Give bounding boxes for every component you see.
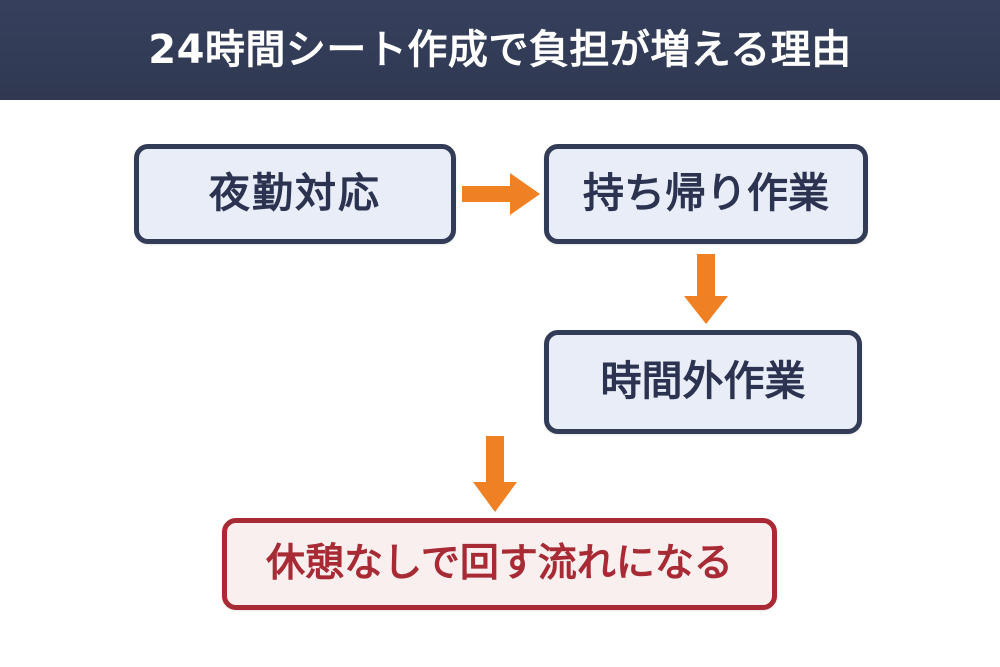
header-banner: 24時間シート作成で負担が増える理由 xyxy=(0,0,1000,100)
flow-node-label: 休憩なしで回す流れになる xyxy=(266,540,733,586)
flow-node-result-no-break[interactable]: 休憩なしで回す流れになる xyxy=(222,518,777,610)
flow-node-label: 夜勤対応 xyxy=(209,169,381,218)
arrow-right-icon xyxy=(462,171,540,217)
page-title: 24時間シート作成で負担が増える理由 xyxy=(148,27,852,73)
arrow-down-icon xyxy=(472,436,518,512)
flow-node-label: 持ち帰り作業 xyxy=(583,169,829,218)
flow-node-take-home-work[interactable]: 持ち帰り作業 xyxy=(544,144,868,244)
flow-node-label: 時間外作業 xyxy=(600,357,806,406)
flow-node-night-shift[interactable]: 夜勤対応 xyxy=(134,144,456,244)
flow-node-overtime-work[interactable]: 時間外作業 xyxy=(544,330,862,434)
arrow-down-icon xyxy=(683,254,729,324)
